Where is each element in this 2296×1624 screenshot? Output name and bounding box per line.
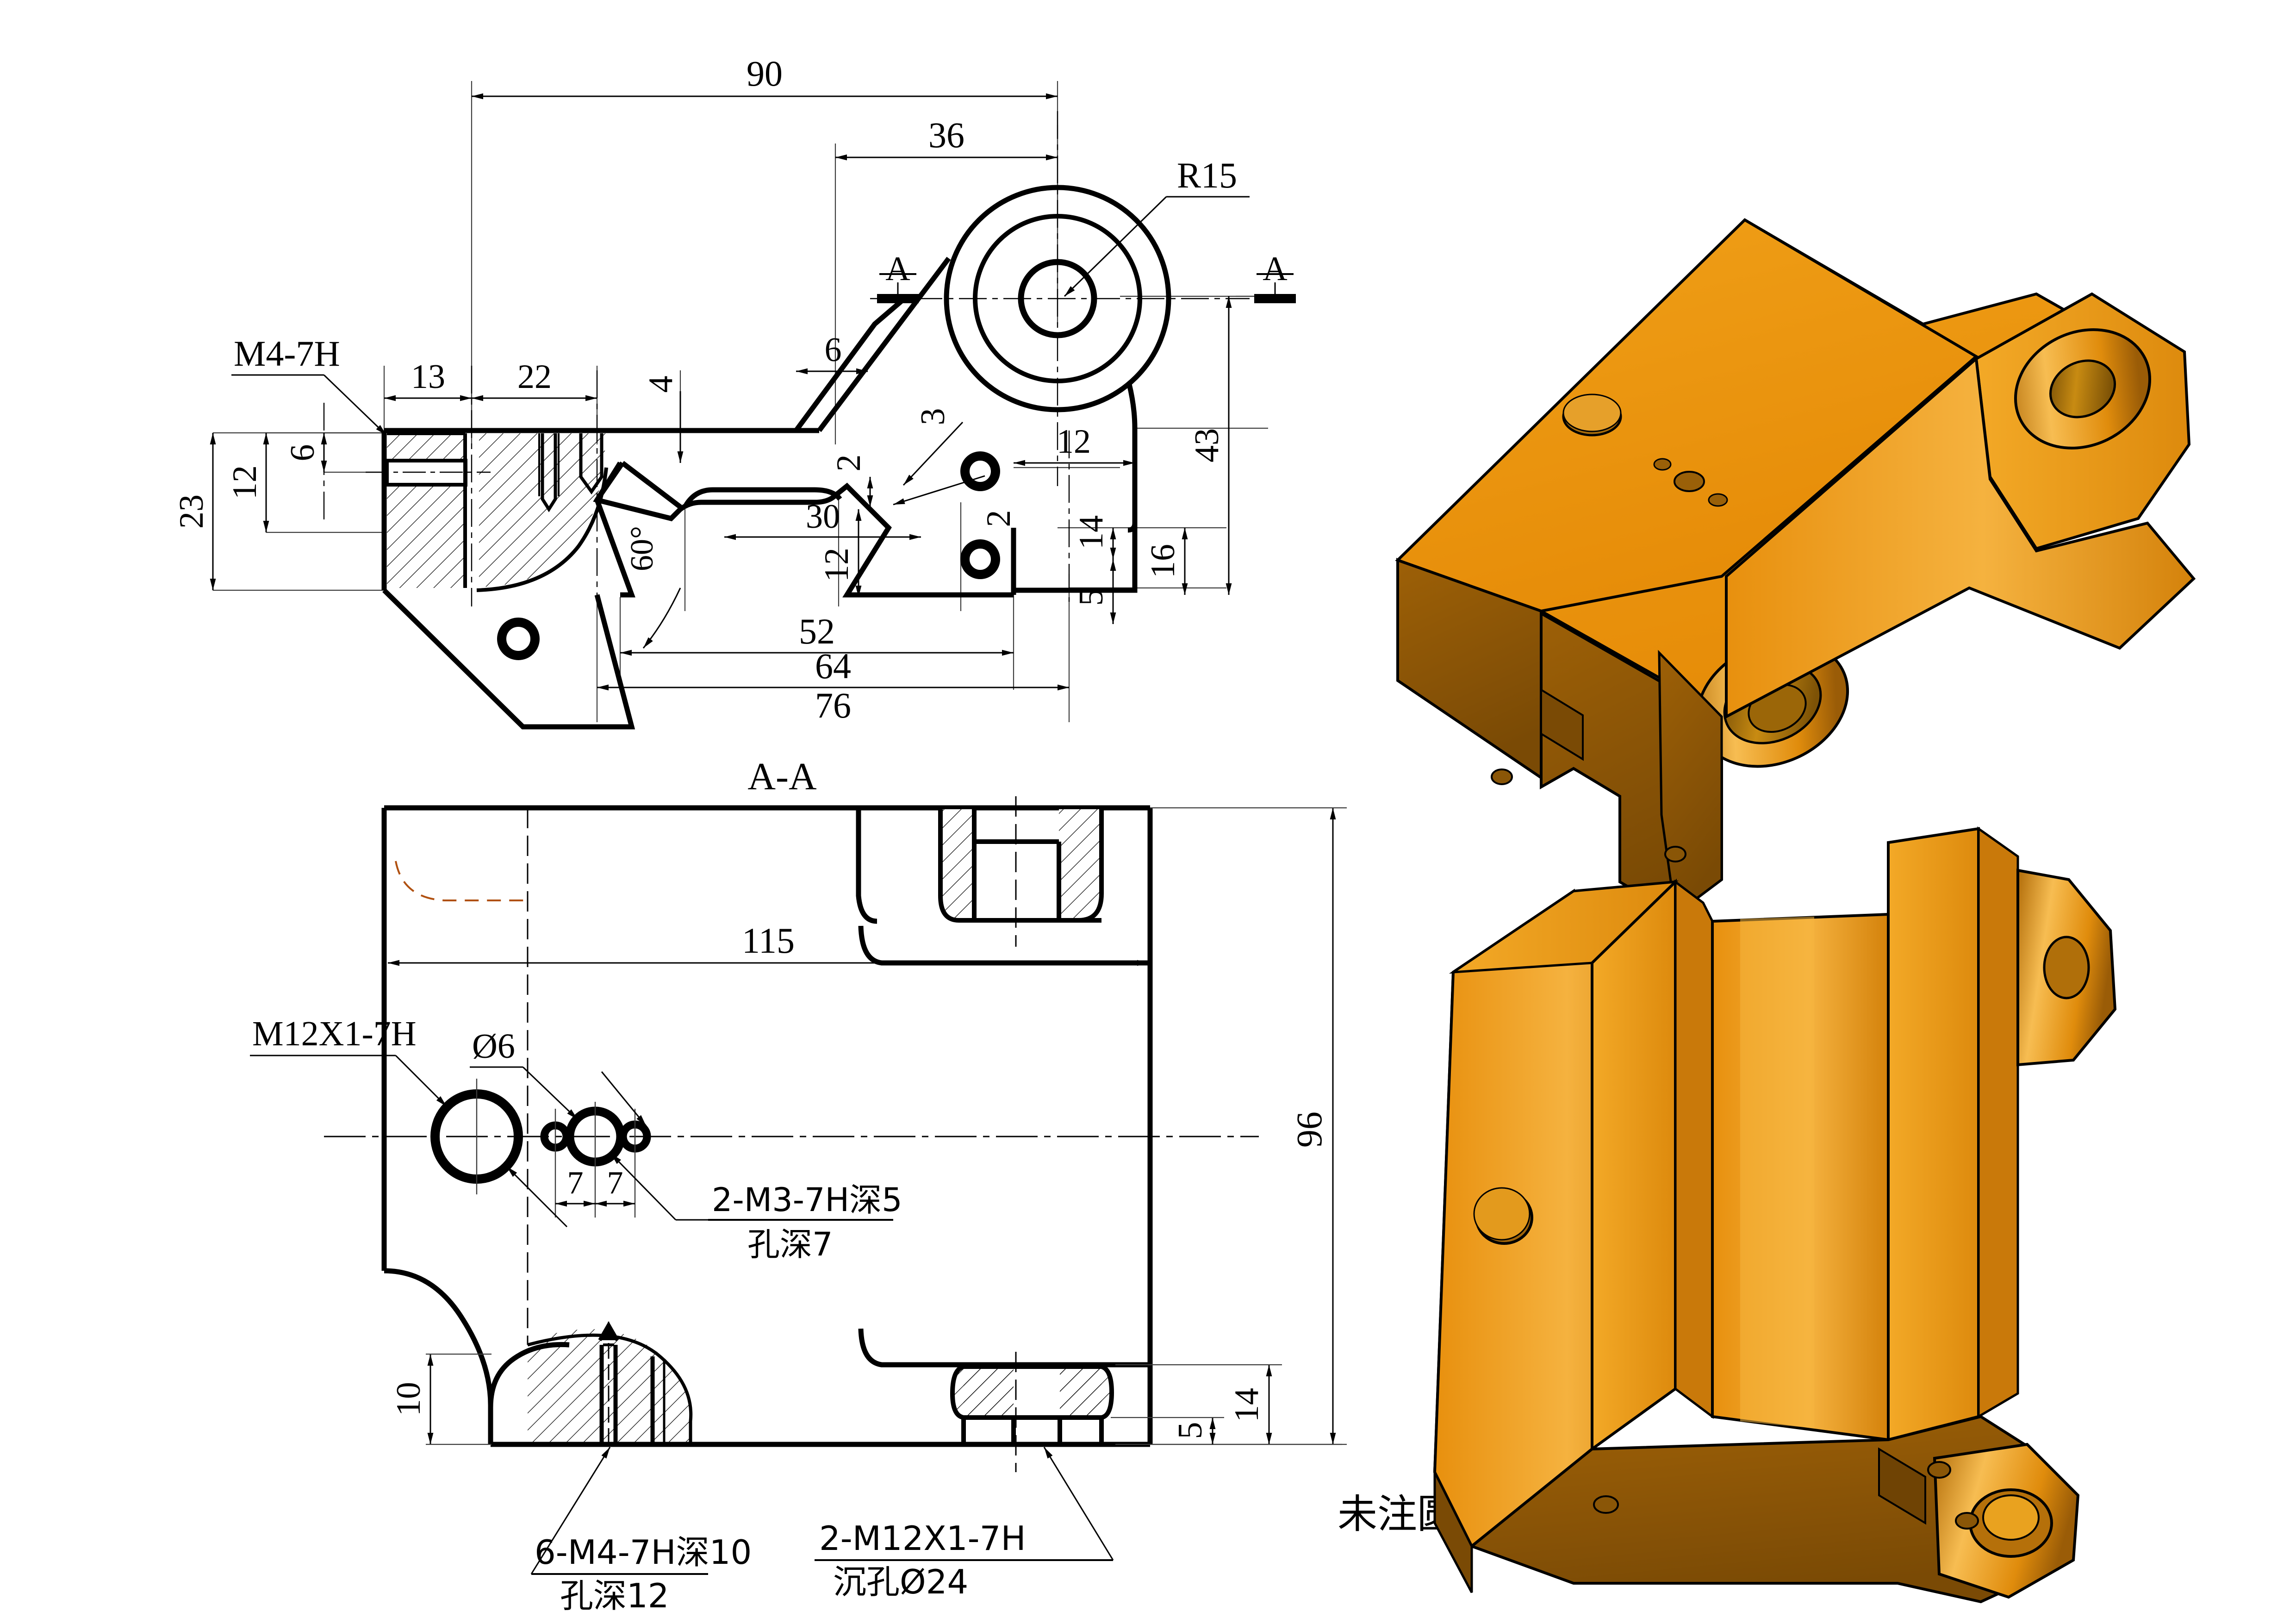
dim-7a-text: 7 [567,1165,584,1201]
dim-14-text: 14 [1072,515,1110,550]
section-hatching [387,433,606,588]
callout-2m3: 2-M3-7H深5 孔深7 [601,1071,902,1263]
dim-23-text: 23 [173,494,211,529]
dimension-6-left: 6 [284,433,327,472]
callout-m12x1: M12X1-7H [250,1014,568,1228]
section-label-a-right: A [1263,250,1287,288]
dim-36-text: 36 [928,115,964,155]
dimension-13: 13 [384,358,472,401]
dimension-22: 22 [472,358,597,401]
dimension-4: 4 [642,376,684,463]
callout-d6: Ø6 [470,1027,579,1120]
dimension-2-right: 2 [893,475,1018,527]
section-mark-left: A [877,250,919,303]
dimension-6-top: 6 [796,331,868,375]
dimension-115: 115 [388,920,1149,966]
dim-14-aa-text: 14 [1228,1388,1266,1422]
isometric-front-render [1433,826,2117,1604]
front-sectional-view: 90 36 6 R15 A A [173,53,1296,730]
dimension-43: 43 [1188,296,1232,595]
dim-6-top-text: 6 [825,331,842,369]
dim-64-text: 64 [815,646,851,686]
dimension-7-a: 7 [555,1165,595,1207]
dimension-30: 30 [724,498,921,540]
dim-52-text: 52 [799,611,835,651]
dim-60deg-text: 60° [624,526,660,571]
dim-30-text: 30 [806,498,840,536]
dimension-90: 90 [472,53,1058,100]
section-aa-title: A-A [747,755,817,798]
dimension-76: 76 [815,685,851,725]
dimension-12-mid: 12 [818,509,862,597]
dimension-12-left: 12 [226,433,269,532]
callout-2m12-line1: 2-M12X1-7H [819,1519,1026,1558]
dim-90-text: 90 [747,53,783,94]
dim-10-text: 10 [390,1382,428,1416]
dimension-R15: R15 [1064,155,1250,297]
isometric-top-render [1395,218,2196,927]
dim-13-text: 13 [411,358,445,396]
dim-12-right-text: 12 [1057,423,1091,461]
dimension-3-leader: 3 [902,408,964,486]
section-label-a-left: A [885,250,910,288]
tapped-holes [538,433,604,512]
lower-left-rib [488,1321,693,1447]
hole-row [430,1079,651,1218]
dim-22-text: 22 [517,358,552,396]
dim-3-text: 3 [914,408,952,425]
small-holes [497,451,1000,660]
dim-6-left-text: 6 [284,444,322,462]
dimension-2-mid: 2 [830,455,873,507]
callout-2m12-line2: 沉孔Ø24 [833,1562,968,1601]
callout-m12x1-text: M12X1-7H [252,1014,417,1053]
dim-2-right-text: 2 [980,510,1018,527]
dimension-14: 14 [1072,515,1116,559]
callout-m4-7h: M4-7H [231,333,387,436]
dim-R15-text: R15 [1177,155,1237,195]
dimension-5: 5 [1072,559,1116,624]
dimension-23: 23 [173,433,216,590]
section-mark-right: A [1254,250,1296,303]
bottom-counterbore [858,1328,1150,1472]
dimension-16: 16 [1144,528,1188,595]
dim-4-text: 4 [642,376,680,393]
callout-6m4-line1: 6-M4-7H深10 [535,1533,752,1572]
dimension-52: 52 [620,611,1014,656]
dim-12-left-text: 12 [226,465,264,500]
dim-16-text: 16 [1144,544,1182,578]
dim-43-text: 43 [1188,428,1226,462]
callout-m4-text: M4-7H [234,333,340,374]
callout-6m4-line2: 孔深12 [560,1576,669,1615]
callout-2m3-line1: 2-M3-7H深5 [712,1181,902,1219]
dim-5-aa-text: 5 [1171,1422,1209,1439]
dim-115-text: 115 [742,920,795,961]
section-a-a-view: A-A [250,755,1347,1615]
dim-7b-text: 7 [607,1165,623,1201]
threaded-bush [385,431,467,588]
dim-12-mid-text: 12 [818,548,856,582]
centre-lines [323,111,1250,606]
callout-2m3-line2: 孔深7 [747,1225,833,1263]
top-counterbore [856,796,1150,966]
dimension-7-b: 7 [595,1165,635,1207]
dimension-5-aa: 5 [1111,1417,1224,1444]
part-outline [381,185,1171,730]
dimension-14-aa: 14 [1115,1364,1342,1445]
callout-d6-text: Ø6 [472,1027,515,1066]
dimension-60deg: 60° [624,526,681,649]
hidden-line [395,861,528,901]
dimension-36: 36 [835,115,1058,161]
callout-2m12x1: 2-M12X1-7H 沉孔Ø24 [815,1447,1114,1601]
dimension-64: 64 [597,646,1069,691]
dimension-10: 10 [390,1353,492,1445]
dim-2-mid-text: 2 [830,455,868,472]
callout-6m4: 6-M4-7H深10 孔深12 [530,1447,752,1615]
dim-5-text: 5 [1072,589,1110,606]
dim-96-text: 96 [1289,1112,1329,1148]
dimension-12-right: 12 [1014,423,1135,466]
dim-76-text: 76 [815,685,851,725]
